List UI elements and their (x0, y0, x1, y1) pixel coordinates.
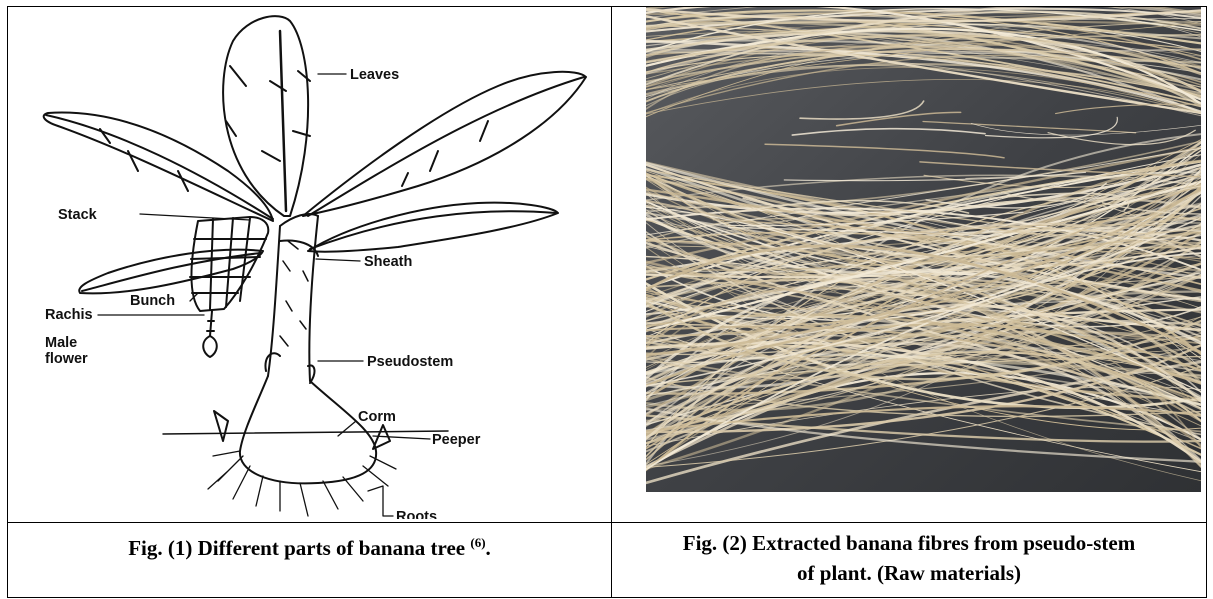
figure-table: Leaves Stack Sheath Bunch Rachis Male fl… (7, 6, 1207, 598)
label-stack: Stack (58, 207, 98, 223)
figure-1-caption: Fig. (1) Different parts of banana tree … (8, 528, 611, 563)
label-rachis: Rachis (45, 307, 93, 323)
figure-1-caption-end: . (486, 536, 491, 560)
banana-bunch (190, 217, 268, 311)
banana-fibres-photo (646, 7, 1201, 492)
label-flower: flower (45, 351, 88, 367)
figure-1-caption-text: Fig. (1) Different parts of banana tree (128, 536, 470, 560)
figure-2-caption-line2: of plant. (Raw materials) (612, 558, 1206, 588)
figure-2-caption-line1: Fig. (2) Extracted banana fibres from ps… (612, 528, 1206, 558)
banana-tree-diagram: Leaves Stack Sheath Bunch Rachis Male fl… (18, 11, 608, 519)
label-peeper: Peeper (432, 432, 481, 448)
leaf-left-top (44, 113, 273, 221)
leaf-right-low (308, 203, 558, 252)
label-pseudostem: Pseudostem (367, 354, 453, 370)
label-leaves: Leaves (350, 67, 399, 83)
column-divider (611, 7, 612, 597)
label-sheath: Sheath (364, 254, 412, 270)
leaf-top (223, 16, 308, 216)
label-male: Male (45, 335, 77, 351)
figure-2-caption: Fig. (2) Extracted banana fibres from ps… (612, 528, 1206, 588)
ground-line (163, 431, 448, 434)
label-bunch: Bunch (130, 293, 175, 309)
male-flower (203, 336, 217, 357)
figure-1-reference: (6) (470, 535, 485, 550)
rachis (207, 311, 214, 336)
row-divider (8, 522, 1206, 523)
corm (240, 376, 376, 483)
label-roots: Roots (396, 509, 437, 519)
label-corm: Corm (358, 409, 396, 425)
